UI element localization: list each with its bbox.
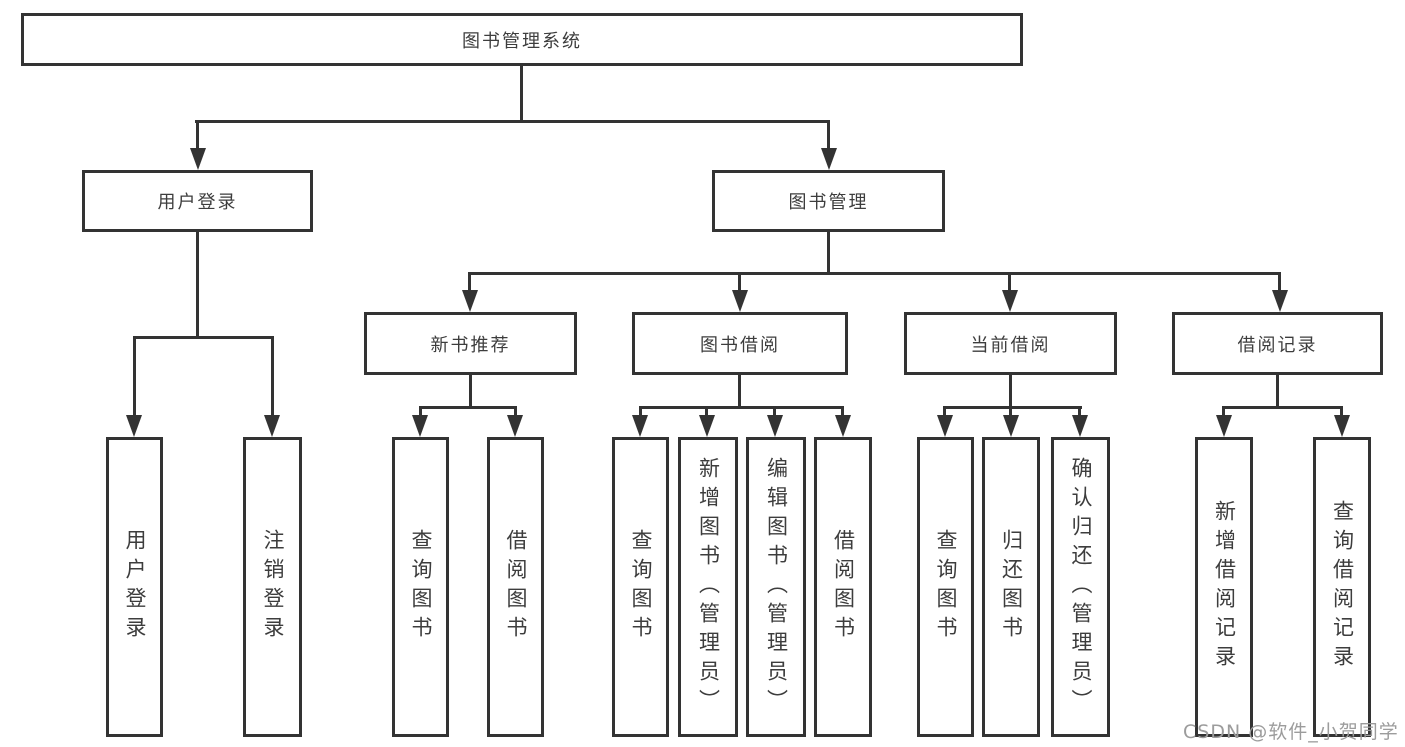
connector-book-borrow-stem (738, 375, 741, 406)
leaf-user-login: 用户登录 (106, 437, 163, 737)
arrowhead-cb-confirm (1072, 415, 1088, 437)
connector-current-borrow-stem (1009, 375, 1012, 406)
leaf-br-query-record-label: 查询借阅记录 (1330, 500, 1355, 674)
node-current-borrow-label: 当前借阅 (970, 334, 1051, 356)
connector-new-book-rec-stem (469, 375, 472, 406)
connector-book-management-branch (468, 272, 1281, 275)
leaf-bb-query-books: 查询图书 (612, 437, 669, 737)
connector-user-login-branch (133, 336, 274, 339)
node-book-management: 图书管理 (712, 170, 945, 232)
arrowhead-nbr-query (412, 415, 428, 437)
leaf-cb-confirm-return-admin: 确认归还（管理员） (1051, 437, 1110, 737)
arrowhead-cb-return (1003, 415, 1019, 437)
connector-drop-cb-confirm (1078, 409, 1081, 415)
connector-drop-nbr-borrow (514, 409, 517, 415)
connector-user-login-stem (196, 232, 199, 336)
leaf-bb-borrow-books: 借阅图书 (814, 437, 872, 737)
leaf-cb-return-books: 归还图书 (982, 437, 1040, 737)
leaf-nbr-query-books: 查询图书 (392, 437, 449, 737)
connector-drop-bb-edit (773, 409, 776, 415)
node-new-book-rec-label: 新书推荐 (430, 334, 511, 356)
leaf-cb-query-books-label: 查询图书 (934, 529, 958, 645)
connector-drop-br-query (1340, 409, 1343, 415)
leaf-cb-confirm-return-admin-label: 确认归还（管理员） (1069, 456, 1093, 718)
arrowhead-cb-query (937, 415, 953, 437)
connector-new-book-rec-branch (419, 406, 517, 409)
connector-book-management-stem (827, 232, 830, 272)
connector-borrow-records-branch (1222, 406, 1343, 409)
arrowhead-bb-edit (767, 415, 783, 437)
node-book-management-label: 图书管理 (788, 192, 869, 213)
leaf-cb-query-books: 查询图书 (917, 437, 974, 737)
connector-drop-borrow-records (1278, 275, 1281, 290)
arrowhead-current-borrow (1002, 290, 1018, 312)
leaf-bb-edit-books-admin-label: 编辑图书（管理员） (764, 456, 789, 718)
connector-drop-leaf-login (133, 339, 136, 415)
node-current-borrow: 当前借阅 (904, 312, 1117, 375)
connector-current-borrow-branch (943, 406, 1082, 409)
arrowhead-nbr-borrow (507, 415, 523, 437)
connector-drop-bb-query (639, 409, 642, 415)
leaf-bb-edit-books-admin: 编辑图书（管理员） (746, 437, 806, 737)
arrowhead-br-add (1216, 415, 1232, 437)
leaf-bb-borrow-books-label: 借阅图书 (831, 529, 856, 645)
leaf-bb-query-books-label: 查询图书 (629, 529, 653, 645)
connector-drop-new-book-rec (468, 275, 471, 290)
leaf-user-login-label: 用户登录 (123, 529, 147, 645)
arrowhead-new-book-rec (462, 290, 478, 312)
leaf-logout: 注销登录 (243, 437, 302, 737)
leaf-br-add-record-label: 新增借阅记录 (1212, 500, 1237, 674)
leaf-nbr-borrow-books-label: 借阅图书 (504, 529, 528, 645)
connector-drop-nbr-query (419, 409, 422, 415)
arrowhead-bb-add (699, 415, 715, 437)
connector-drop-book-borrow (738, 275, 741, 290)
node-borrow-records-label: 借阅记录 (1237, 334, 1318, 356)
leaf-nbr-query-books-label: 查询图书 (409, 529, 433, 645)
csdn-watermark: CSDN @软件_小贺同学 (1183, 721, 1399, 743)
connector-drop-bb-add (705, 409, 708, 415)
arrowhead-user-login (190, 148, 206, 170)
connector-book-borrow-branch (639, 406, 844, 409)
leaf-br-add-record: 新增借阅记录 (1195, 437, 1253, 737)
arrowhead-bb-query (632, 415, 648, 437)
arrowhead-leaf-login (126, 415, 142, 437)
connector-drop-leaf-logout (271, 339, 274, 415)
node-book-borrow-label: 图书借阅 (700, 334, 780, 356)
node-user-login-label: 用户登录 (157, 192, 238, 213)
connector-drop-user-login (196, 123, 199, 148)
connector-drop-cb-return (1009, 409, 1012, 415)
arrowhead-borrow-records (1272, 290, 1288, 312)
arrowhead-bb-borrow (835, 415, 851, 437)
arrowhead-br-query (1334, 415, 1350, 437)
connector-borrow-records-stem (1276, 375, 1279, 406)
arrowhead-book-borrow (732, 290, 748, 312)
node-new-book-rec: 新书推荐 (364, 312, 577, 375)
node-root-label: 图书管理系统 (462, 30, 582, 52)
node-borrow-records: 借阅记录 (1172, 312, 1383, 375)
leaf-logout-label: 注销登录 (261, 529, 285, 645)
arrowhead-book-management (821, 148, 837, 170)
connector-drop-current-borrow (1008, 275, 1011, 290)
leaf-nbr-borrow-books: 借阅图书 (487, 437, 544, 737)
node-user-login: 用户登录 (82, 170, 313, 232)
connector-root-branch (195, 120, 830, 123)
leaf-bb-add-books-admin: 新增图书（管理员） (678, 437, 738, 737)
leaf-cb-return-books-label: 归还图书 (999, 529, 1024, 645)
node-root-library-system: 图书管理系统 (21, 13, 1023, 66)
connector-root-stem (520, 66, 523, 120)
node-book-borrow: 图书借阅 (632, 312, 848, 375)
leaf-br-query-record: 查询借阅记录 (1313, 437, 1371, 737)
leaf-bb-add-books-admin-label: 新增图书（管理员） (696, 456, 721, 718)
connector-drop-book-management (827, 123, 830, 148)
connector-drop-bb-borrow (841, 409, 844, 415)
arrowhead-leaf-logout (264, 415, 280, 437)
connector-drop-cb-query (943, 409, 946, 415)
connector-drop-br-add (1222, 409, 1225, 415)
